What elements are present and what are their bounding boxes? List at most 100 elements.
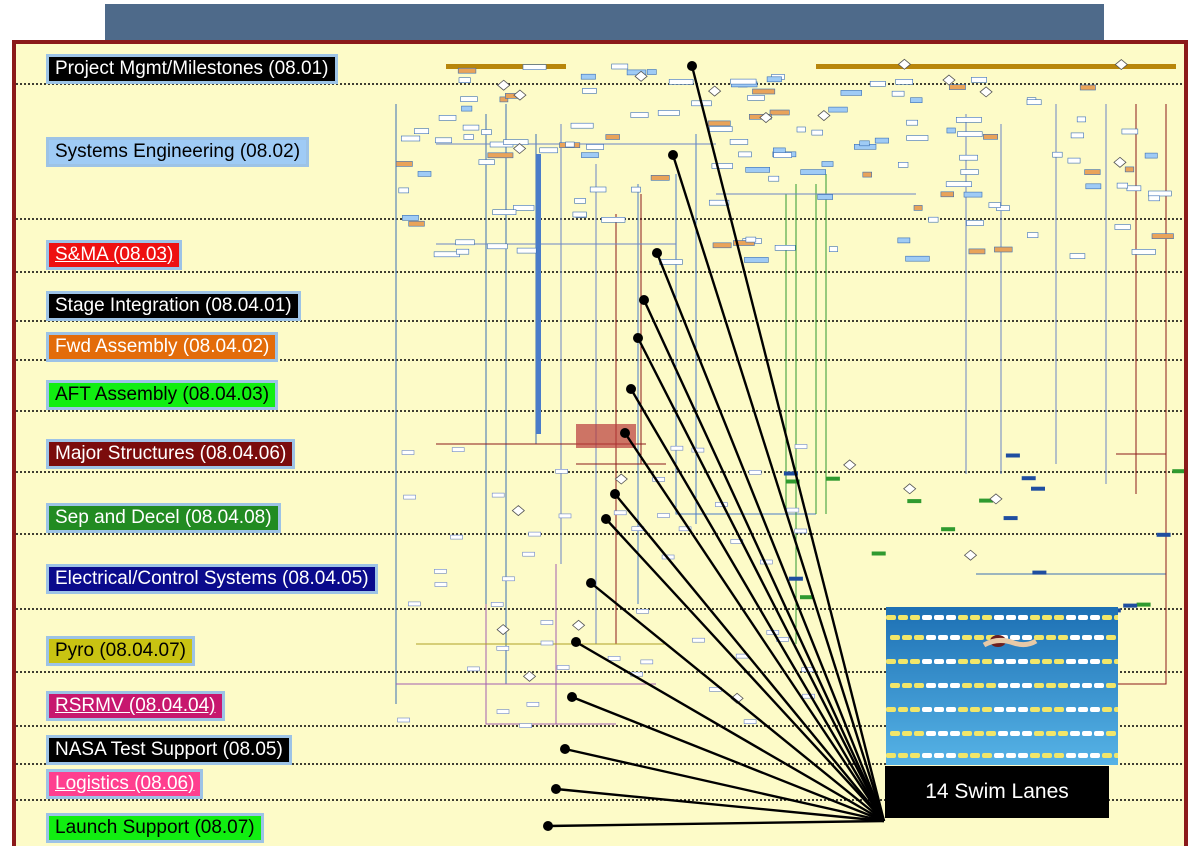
- lane-rope-float: [902, 635, 912, 640]
- lane-rope-float: [1006, 753, 1016, 758]
- task-box: [707, 120, 731, 127]
- task-box: [607, 656, 621, 661]
- lane-rope-float: [938, 731, 948, 736]
- lane-rope-float: [1046, 635, 1056, 640]
- task-box: [613, 510, 627, 516]
- task-box: [1114, 224, 1131, 230]
- lane-rope-float: [914, 635, 924, 640]
- task-box: [906, 119, 918, 126]
- task-box: [487, 243, 508, 250]
- lane-rope-float: [974, 683, 984, 688]
- lane-rope-float: [910, 615, 920, 620]
- lane-rope-float: [1018, 707, 1028, 712]
- lane-rope-float: [1018, 753, 1028, 758]
- task-box: [478, 159, 495, 165]
- task-box: [905, 255, 930, 262]
- task-box: [928, 216, 939, 223]
- task-box: [897, 237, 911, 244]
- task-box: [668, 79, 694, 85]
- task-box: [1144, 152, 1158, 159]
- lane-rope-float: [1102, 615, 1112, 620]
- lane-rope-float: [926, 731, 936, 736]
- swimmer-photo: [886, 607, 1118, 765]
- task-box: [402, 215, 419, 221]
- diagram-overlay: [16, 58, 1184, 831]
- callout-dot: [626, 384, 636, 394]
- lane-rope-float: [1034, 683, 1044, 688]
- workflow-trace: [675, 174, 816, 515]
- lane-rope-float: [886, 615, 896, 620]
- task-box: [1148, 190, 1172, 197]
- task-box: [502, 576, 515, 582]
- task-box: [496, 645, 510, 651]
- task-box: [434, 137, 452, 144]
- task-box: [1116, 182, 1128, 189]
- task-box: [747, 94, 765, 101]
- lane-rope-float: [958, 753, 968, 758]
- task-box: [433, 251, 460, 258]
- lane-label-nasa-test-support: NASA Test Support (08.05): [46, 735, 292, 765]
- callout-dot: [652, 248, 662, 258]
- callout-line: [547, 819, 885, 828]
- task-box: [463, 134, 474, 140]
- task-box: [487, 152, 514, 159]
- lane-rope-float: [898, 707, 908, 712]
- task-box: [1005, 453, 1020, 458]
- decision-diamond: [512, 142, 527, 155]
- lane-rope-float: [902, 683, 912, 688]
- task-box: [461, 105, 473, 112]
- task-box: [996, 205, 1010, 211]
- lane-rope-float: [946, 707, 956, 712]
- task-box: [766, 76, 782, 83]
- callout-dot: [571, 637, 581, 647]
- callout-line: [575, 640, 885, 823]
- task-box: [631, 186, 641, 193]
- lane-rope-float: [1078, 707, 1088, 712]
- callout-dot: [551, 784, 561, 794]
- lane-rope-float: [1042, 659, 1052, 664]
- lane-label-major-structures: Major Structures (08.04.06): [46, 439, 296, 469]
- task-box: [773, 152, 792, 158]
- lane-rope-float: [1006, 707, 1016, 712]
- task-box: [821, 161, 834, 167]
- task-box: [417, 171, 432, 177]
- task-box: [491, 492, 505, 498]
- decision-diamond: [571, 619, 586, 631]
- lane-rope-float: [922, 615, 932, 620]
- task-box: [580, 73, 596, 80]
- lane-rope-float: [970, 753, 980, 758]
- lane-rope-float: [1058, 683, 1068, 688]
- task-box: [565, 141, 575, 148]
- lane-rope-float: [1034, 635, 1044, 640]
- task-box: [940, 191, 955, 198]
- lane-rope-float: [1066, 615, 1076, 620]
- task-box: [1156, 532, 1171, 537]
- lane-rope-float: [1058, 635, 1068, 640]
- task-box: [1084, 169, 1101, 175]
- task-box: [955, 117, 982, 123]
- task-box: [1027, 232, 1039, 238]
- decision-diamond: [730, 692, 744, 704]
- lane-rope-float: [910, 707, 920, 712]
- decision-diamond: [614, 473, 628, 485]
- callout-dot: [586, 578, 596, 588]
- title-banner: [105, 4, 1104, 40]
- lane-rope-float: [1066, 659, 1076, 664]
- task-box: [768, 175, 780, 182]
- decision-diamond: [511, 505, 525, 517]
- task-box: [800, 595, 814, 600]
- lane-rope-float: [1018, 659, 1028, 664]
- lane-rope-float: [1022, 635, 1032, 640]
- lane-rope-float: [1078, 753, 1088, 758]
- task-box: [941, 527, 956, 532]
- task-box: [752, 88, 776, 95]
- task-box: [691, 447, 705, 453]
- task-box: [828, 106, 848, 113]
- task-box: [540, 640, 554, 646]
- lane-label-electrical-control: Electrical/Control Systems (08.04.05): [46, 564, 378, 594]
- decision-diamond: [979, 86, 993, 98]
- lane-rope-float: [1102, 659, 1112, 664]
- lane-rope-float: [994, 707, 1004, 712]
- task-box: [522, 551, 535, 557]
- callout-line: [564, 747, 885, 823]
